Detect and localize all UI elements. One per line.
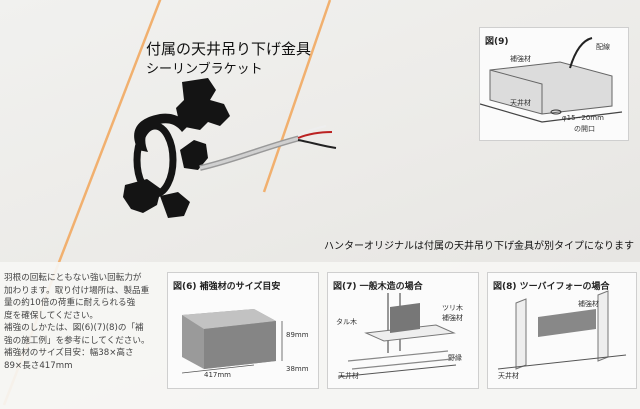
instruction-line: 補強のしかたは、図(6)(7)(8)の「補 bbox=[4, 323, 144, 333]
figure-7-panel: 図(7) 一般木造の場合 ツリ木 補強材 タル木 野縁 天井材 bbox=[327, 272, 479, 389]
fig7-label-reinforcement: 補強材 bbox=[442, 314, 463, 322]
fig6-dim-width: 38mm bbox=[286, 365, 309, 373]
instruction-text: 羽根の回転にともない強い回転力が 加わります。取り付け場所は、製品重 量の約10… bbox=[4, 272, 164, 372]
figure-8-title: 図(8) ツーバイフォーの場合 bbox=[493, 282, 610, 292]
figure-7-drawing bbox=[337, 293, 457, 378]
instruction-line: 量の約10倍の荷重に耐えられる強 bbox=[4, 298, 136, 308]
caption-hunter-note: ハンターオリジナルは付属の天井吊り下げ金具が別タイプになります bbox=[324, 241, 634, 252]
figure-9-title: 図(9) bbox=[485, 37, 509, 47]
figure-6-drawing bbox=[181, 309, 283, 374]
fig9-label-hole-name: の開口 bbox=[574, 125, 595, 133]
instruction-line: 度を確保してください。 bbox=[4, 310, 99, 321]
figure-8-panel: 図(8) ツーバイフォーの場合 補強材 天井材 bbox=[487, 272, 637, 389]
caption-bracket-kana: シーリンブラケット bbox=[146, 62, 263, 77]
instruction-line: 補強材のサイズ目安：幅38×高さ bbox=[4, 348, 134, 358]
figure-7-title: 図(7) 一般木造の場合 bbox=[333, 282, 423, 292]
fig9-label-ceiling: 天井材 bbox=[510, 99, 531, 107]
fig9-label-reinforcement: 補強材 bbox=[510, 55, 531, 63]
fig8-label-ceiling: 天井材 bbox=[498, 372, 519, 380]
instruction-line: 加わります。取り付け場所は、製品重 bbox=[4, 285, 150, 296]
figure-6-panel: 図(6) 補強材のサイズ目安 89mm 417mm 38mm bbox=[167, 272, 319, 389]
instruction-line: 強の施工例」を参考にしてください。 bbox=[4, 335, 150, 346]
figure-6-title: 図(6) 補強材のサイズ目安 bbox=[173, 282, 281, 292]
ceiling-bracket-icon bbox=[123, 78, 230, 218]
figure-8-drawing bbox=[497, 290, 627, 370]
instruction-line: 89×長さ417mm bbox=[4, 360, 73, 371]
fig7-label-nodaibuchi: 野縁 bbox=[448, 354, 462, 362]
fig6-dim-length: 417mm bbox=[204, 371, 231, 379]
figure-9-drawing bbox=[480, 37, 623, 123]
fig9-label-wiring: 配線 bbox=[596, 43, 610, 51]
fig6-dim-height: 89mm bbox=[286, 331, 309, 339]
fig7-label-tsuri: ツリ木 bbox=[442, 304, 463, 312]
fig8-label-reinforcement: 補強材 bbox=[578, 300, 599, 308]
fig9-label-hole-size: φ15~20mm bbox=[562, 114, 604, 122]
wire-cable-icon bbox=[199, 125, 337, 171]
instruction-line: 羽根の回転にともない強い回転力が bbox=[4, 273, 142, 283]
fig7-label-taru: タル木 bbox=[336, 318, 357, 326]
fig7-label-ceiling: 天井材 bbox=[338, 372, 359, 380]
figure-9-panel: 図(9) 補強材 配線 天井材 φ15~20mm の開口 bbox=[479, 27, 629, 141]
caption-bracket-name: 付属の天井吊り下げ金具 bbox=[146, 40, 312, 58]
